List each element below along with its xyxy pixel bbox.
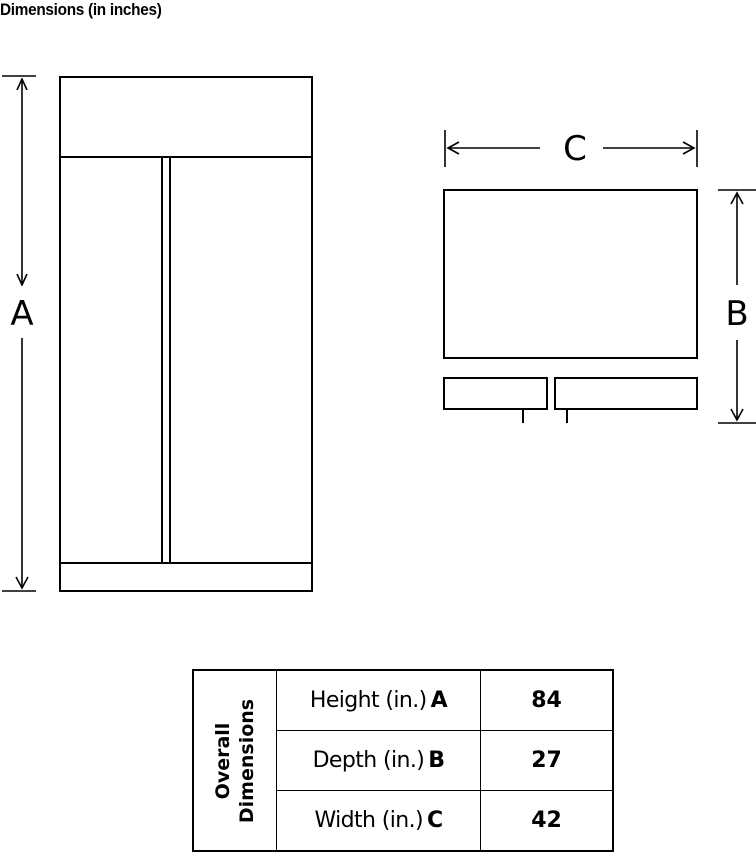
depth-value: 27: [480, 730, 614, 791]
arrow-c-left-head: [446, 141, 460, 155]
right-door-outline: [554, 377, 698, 410]
dimension-a: [2, 75, 36, 592]
dimension-b: [718, 189, 756, 424]
height-value: 84: [480, 669, 614, 731]
arrow-c-right-head: [682, 141, 696, 155]
dimension-diagram: A C B: [2, 75, 756, 592]
front-outline: [59, 76, 313, 592]
width-letter: C: [426, 808, 443, 833]
left-door-outline: [443, 377, 548, 410]
arrow-b-lower-head: [730, 408, 744, 422]
overall-dimensions-cell: Overall Dimensions: [192, 669, 277, 852]
dimension-c: [444, 130, 698, 167]
page-title: Dimensions (in inches): [0, 0, 162, 19]
width-label: Width (in.): [314, 808, 423, 833]
height-letter: A: [430, 688, 448, 713]
arrow-b-upper-head: [730, 191, 744, 205]
table-row: Overall Dimensions Height (in.)A 84: [192, 669, 614, 852]
width-label-cell: Width (in.)C: [276, 790, 481, 852]
height-label-cell: Height (in.)A: [276, 669, 481, 731]
table-row: Width (in.)C 42: [193, 790, 614, 852]
depth-label: Depth (in.): [312, 748, 425, 773]
table-row: Depth (in.)B 27: [193, 730, 614, 791]
arrow-a-lower-head: [15, 576, 29, 590]
label-a: A: [10, 294, 33, 334]
group-label-line2: Dimensions: [236, 698, 258, 823]
top-body-outline: [443, 189, 698, 359]
top-view: [443, 189, 698, 423]
group-label-line1: Overall: [212, 722, 234, 799]
front-view: [59, 76, 313, 592]
width-value: 42: [480, 790, 614, 852]
dimensions-table: Overall Dimensions Height (in.)A 84 Dept…: [192, 669, 614, 852]
depth-label-cell: Depth (in.)B: [276, 730, 481, 791]
overall-dimensions-label: Overall Dimensions: [211, 698, 259, 822]
depth-letter: B: [428, 748, 445, 773]
height-label: Height (in.): [309, 688, 427, 713]
label-b: B: [725, 294, 748, 334]
label-c: C: [563, 129, 587, 169]
